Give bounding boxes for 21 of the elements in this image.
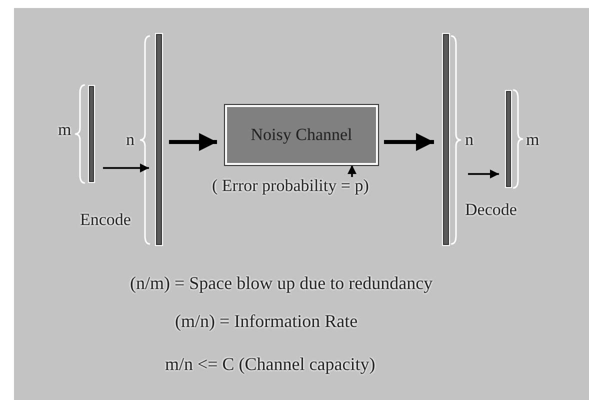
dimension-label: Decode bbox=[465, 201, 517, 220]
arrow bbox=[348, 165, 356, 177]
formula-note: (m/n) = Information Rate bbox=[175, 312, 358, 332]
data-bar bbox=[505, 90, 512, 188]
formula-note: (n/m) = Space blow up due to redundancy bbox=[130, 274, 433, 294]
process-box bbox=[225, 105, 378, 165]
formula-note: m/n <= C (Channel capacity) bbox=[165, 355, 376, 375]
arrow bbox=[468, 170, 499, 178]
data-bar bbox=[442, 33, 450, 246]
dimension-label: n bbox=[465, 131, 474, 150]
dimension-label: Encode bbox=[80, 211, 131, 230]
arrow bbox=[169, 133, 217, 151]
dimension-label: m bbox=[526, 131, 540, 150]
data-bar bbox=[88, 85, 95, 183]
dimension-label: n bbox=[126, 131, 134, 150]
annotation-text: ( Error probability = p) bbox=[212, 177, 369, 196]
box-label: Noisy Channel bbox=[250, 126, 352, 144]
dimension-label: m bbox=[58, 121, 72, 140]
arrow bbox=[103, 164, 149, 172]
data-bar bbox=[155, 33, 163, 246]
arrow bbox=[384, 133, 434, 151]
